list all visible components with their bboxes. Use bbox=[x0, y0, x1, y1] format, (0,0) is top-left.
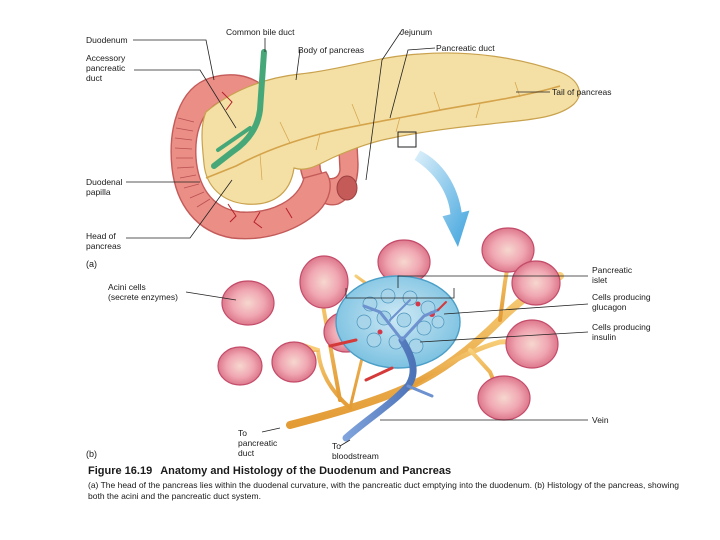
figure-description: (a) The head of the pancreas lies within… bbox=[88, 480, 679, 501]
leader-lines-b bbox=[185, 275, 589, 447]
label-head-of-pancreas-1: Head of bbox=[86, 231, 116, 241]
figure-number: Figure 16.19 bbox=[88, 465, 153, 477]
label-glucagon-2: glucagon bbox=[592, 302, 627, 312]
acinus bbox=[299, 255, 349, 309]
acinus bbox=[511, 260, 561, 306]
label-accessory-2: pancreatic bbox=[86, 63, 126, 73]
label-vein: Vein bbox=[592, 415, 609, 425]
pancreas bbox=[201, 52, 580, 205]
acinus bbox=[221, 280, 275, 326]
label-common-bile-duct: Common bile duct bbox=[226, 27, 295, 37]
label-body-of-pancreas: Body of pancreas bbox=[298, 45, 364, 55]
zoom-box bbox=[397, 131, 417, 148]
jejunum-opening bbox=[336, 175, 358, 201]
accessory-duct-green bbox=[216, 126, 252, 152]
label-to-bloodstream-1: To bbox=[332, 441, 341, 451]
label-to-bloodstream-2: bloodstream bbox=[332, 451, 379, 461]
label-duodenal-papilla-2: papilla bbox=[86, 187, 111, 197]
label-insulin-2: insulin bbox=[592, 332, 616, 342]
acinus bbox=[271, 341, 317, 383]
arteries bbox=[328, 301, 447, 382]
label-insulin-1: Cells producing bbox=[592, 322, 651, 332]
label-accessory-3: duct bbox=[86, 73, 103, 83]
acinus bbox=[481, 227, 535, 273]
pancreatic-duct-branches bbox=[259, 81, 521, 181]
label-to-pancreatic-duct-3: duct bbox=[238, 448, 255, 458]
label-head-of-pancreas-2: pancreas bbox=[86, 241, 121, 251]
panel-b-illustration bbox=[217, 227, 564, 442]
zoom-arrow bbox=[413, 149, 471, 250]
vein-network bbox=[342, 299, 440, 442]
label-pancreatic-islet-2: islet bbox=[592, 275, 608, 285]
label-acini-cells-2: (secrete enzymes) bbox=[108, 292, 178, 302]
label-jejunum: Jejunum bbox=[400, 27, 432, 37]
figure-caption: Figure 16.19 Anatomy and Histology of the… bbox=[88, 465, 688, 502]
pancreatic-duct-a bbox=[205, 85, 561, 179]
label-acini-cells-1: Acini cells bbox=[108, 282, 146, 292]
duodenal-folds bbox=[174, 117, 211, 208]
label-accessory-1: Accessory bbox=[86, 53, 126, 63]
label-to-pancreatic-duct-2: pancreatic bbox=[238, 438, 278, 448]
panel-b-label: (b) bbox=[86, 449, 97, 459]
label-pancreatic-duct: Pancreatic duct bbox=[436, 43, 495, 53]
panel-a-label: (a) bbox=[86, 259, 97, 269]
panel-a-illustration bbox=[170, 49, 580, 250]
figure-heading: Figure 16.19 Anatomy and Histology of the… bbox=[88, 465, 688, 477]
leader-lines-a bbox=[126, 29, 550, 239]
label-pancreatic-islet-1: Pancreatic bbox=[592, 265, 633, 275]
labels-b: Acini cells (secrete enzymes) Pancreatic… bbox=[86, 265, 651, 461]
label-to-pancreatic-duct-1: To bbox=[238, 428, 247, 438]
label-duodenum: Duodenum bbox=[86, 35, 128, 45]
acinus bbox=[505, 319, 559, 369]
common-bile-duct bbox=[211, 49, 267, 169]
label-glucagon-1: Cells producing bbox=[592, 292, 651, 302]
acinus bbox=[477, 375, 531, 421]
figure-title: Anatomy and Histology of the Duodenum an… bbox=[160, 465, 452, 477]
acinus bbox=[217, 346, 263, 386]
label-duodenal-papilla-1: Duodenal bbox=[86, 177, 123, 187]
label-tail-of-pancreas: Tail of pancreas bbox=[552, 87, 612, 97]
labels-a: Duodenum Accessory pancreatic duct Commo… bbox=[86, 27, 612, 269]
duodenal-vessels bbox=[221, 91, 293, 229]
